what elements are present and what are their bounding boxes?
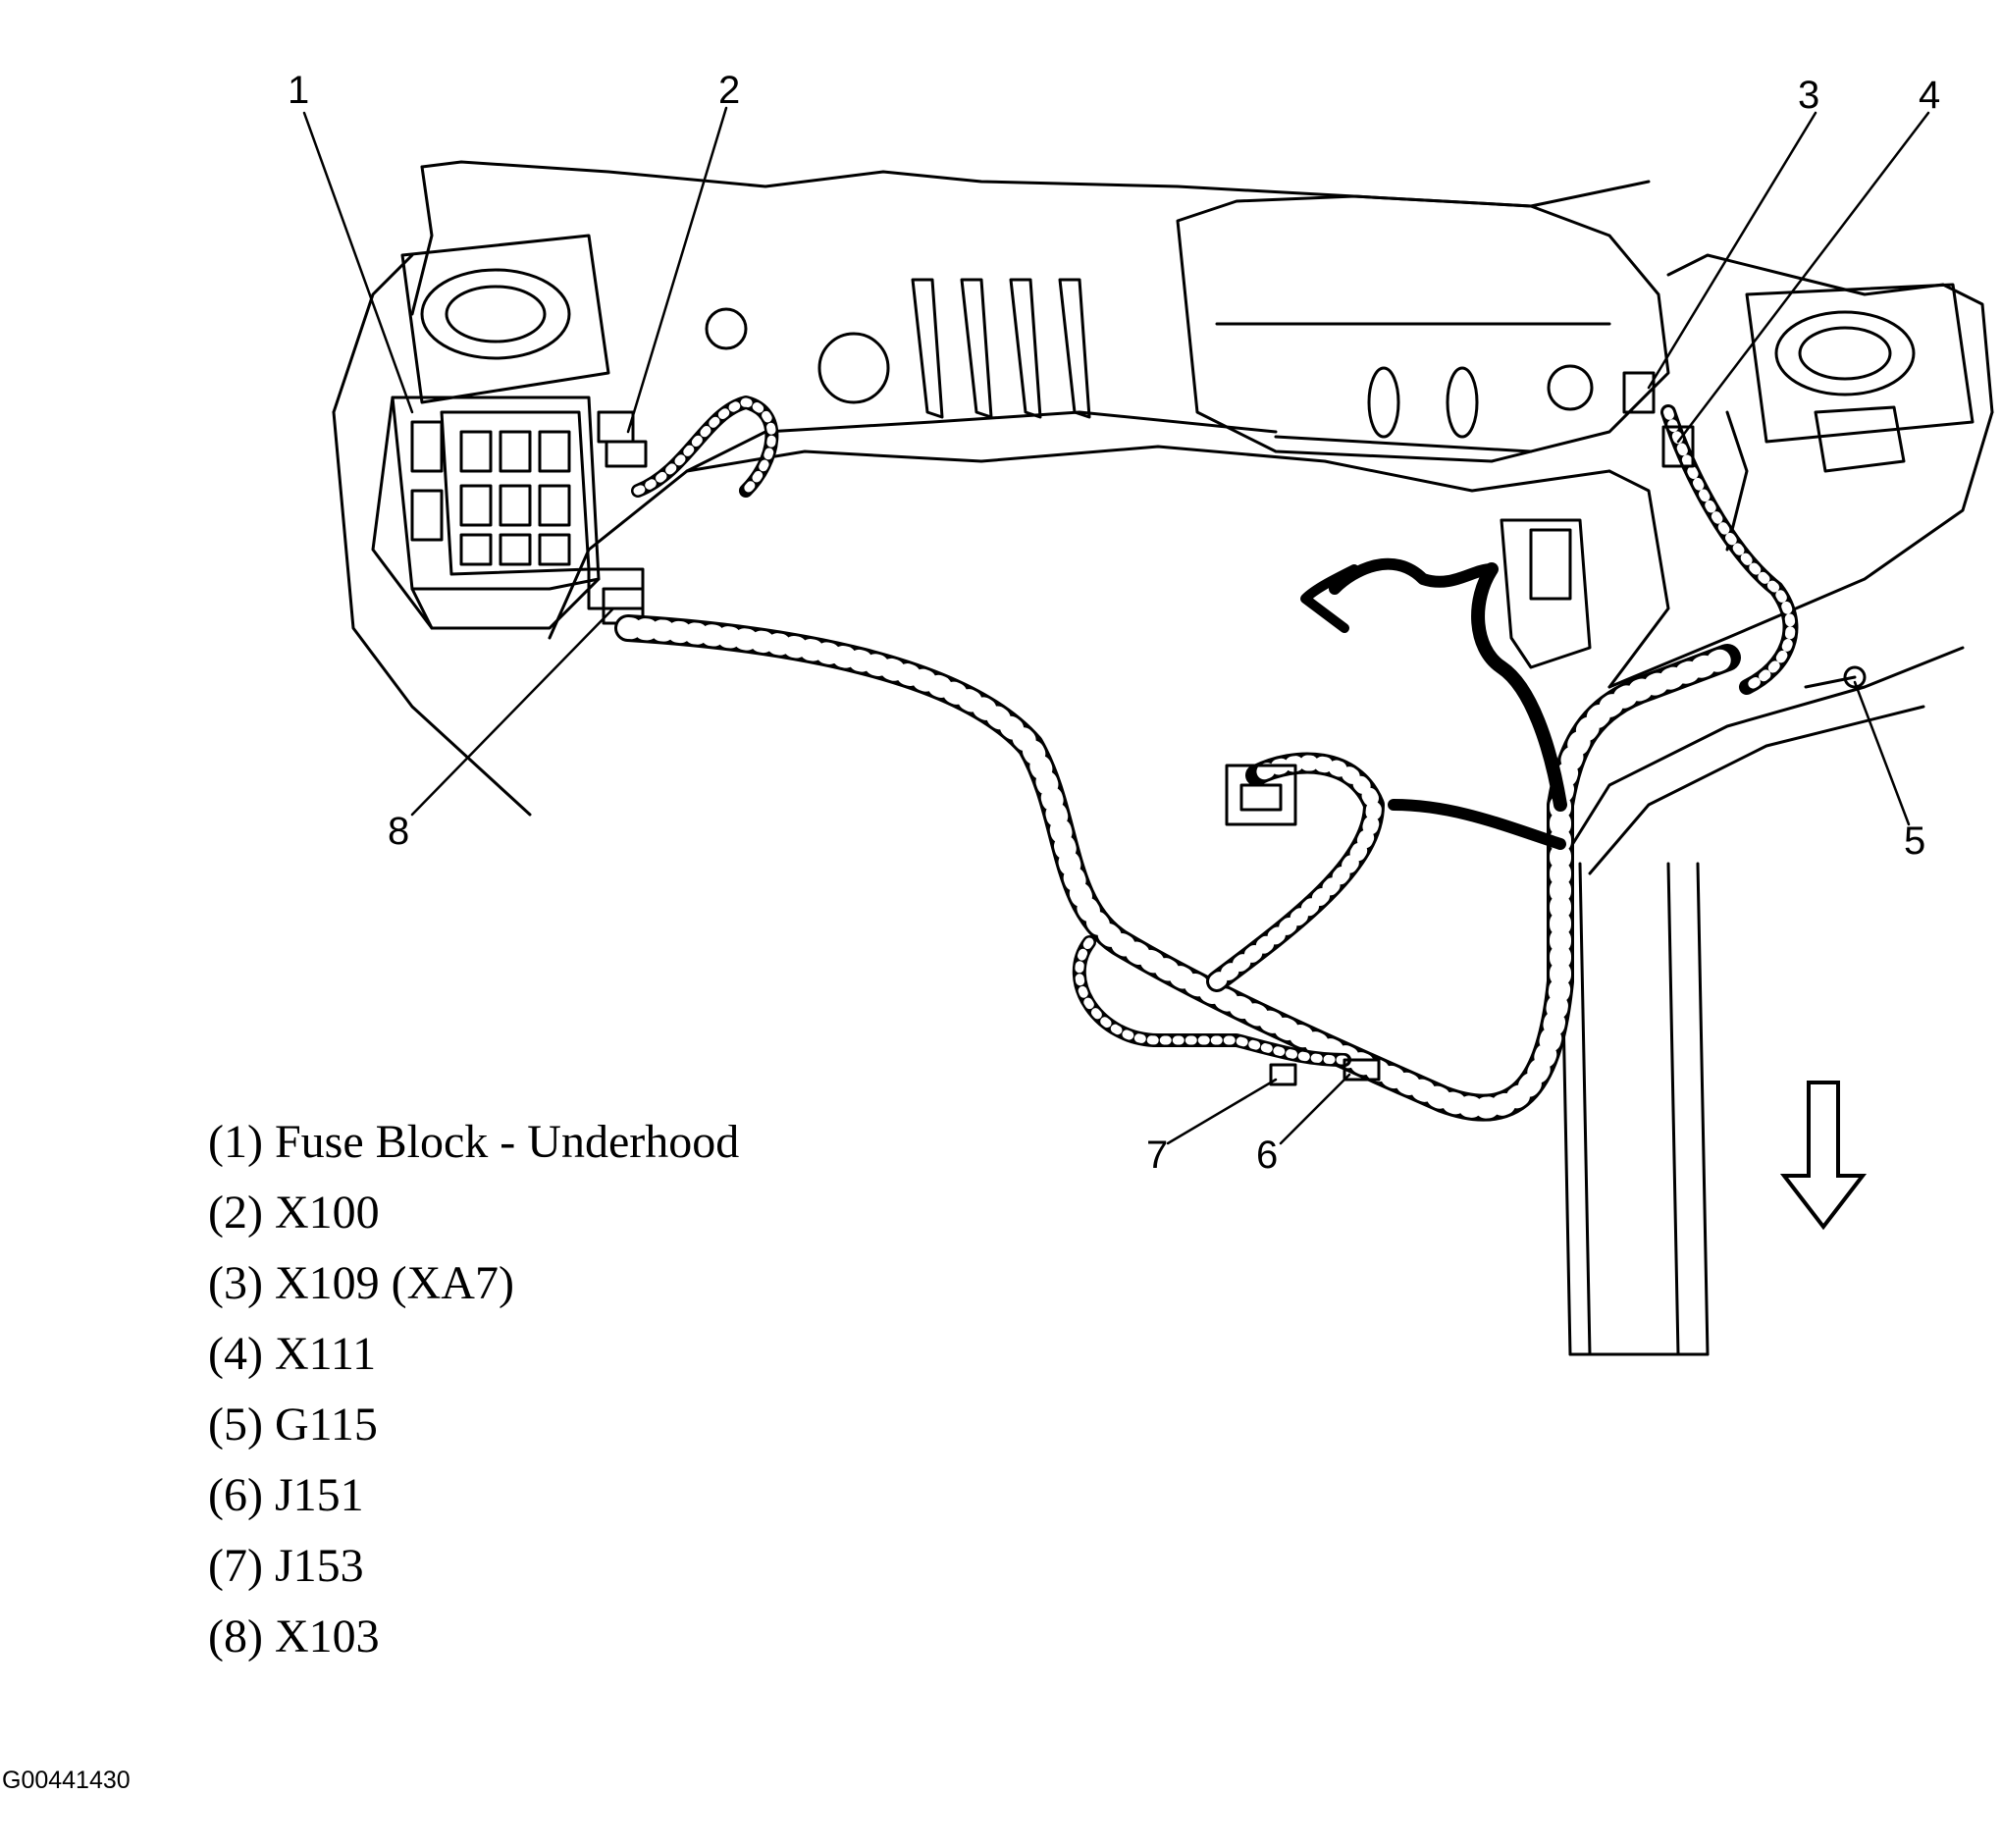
wiring-harness	[614, 396, 1799, 1122]
splice-pack-j153	[1269, 1063, 1297, 1086]
connector-x109	[1622, 371, 1656, 414]
ground-g115	[1804, 665, 1867, 689]
connector-x100	[597, 410, 648, 468]
legend-item-2: (2) X100	[208, 1187, 380, 1239]
legend-item-7: (7) J153	[208, 1540, 364, 1592]
callout-1: 1	[288, 69, 309, 112]
callout-2: 2	[718, 69, 740, 112]
callout-3: 3	[1798, 74, 1819, 117]
arrow-down-icon	[1779, 1081, 1868, 1231]
legend-item-8: (8) X103	[208, 1610, 380, 1663]
legend-item-3: (3) X109 (XA7)	[208, 1257, 514, 1309]
figure-id: G00441430	[2, 1767, 131, 1794]
callout-8: 8	[388, 810, 409, 853]
splice-pack-j151	[1343, 1058, 1381, 1082]
callout-4: 4	[1919, 74, 1940, 117]
connector-center	[1225, 764, 1297, 826]
legend-item-6: (6) J151	[208, 1469, 364, 1521]
callout-7: 7	[1146, 1134, 1168, 1177]
leader-lines	[302, 106, 1930, 1145]
callout-6: 6	[1256, 1134, 1278, 1177]
connector-x111	[1661, 425, 1695, 468]
legend-item-5: (5) G115	[208, 1399, 378, 1451]
component-legend: (1) Fuse Block - Underhood (2) X100 (3) …	[208, 1107, 739, 1672]
fuse-block-underhood	[371, 396, 601, 630]
legend-item-1: (1) Fuse Block - Underhood	[208, 1116, 740, 1168]
vehicle-body-outline	[332, 160, 1994, 1356]
legend-item-4: (4) X111	[208, 1328, 377, 1380]
callout-5: 5	[1904, 819, 1925, 863]
relay-module	[1500, 518, 1592, 669]
